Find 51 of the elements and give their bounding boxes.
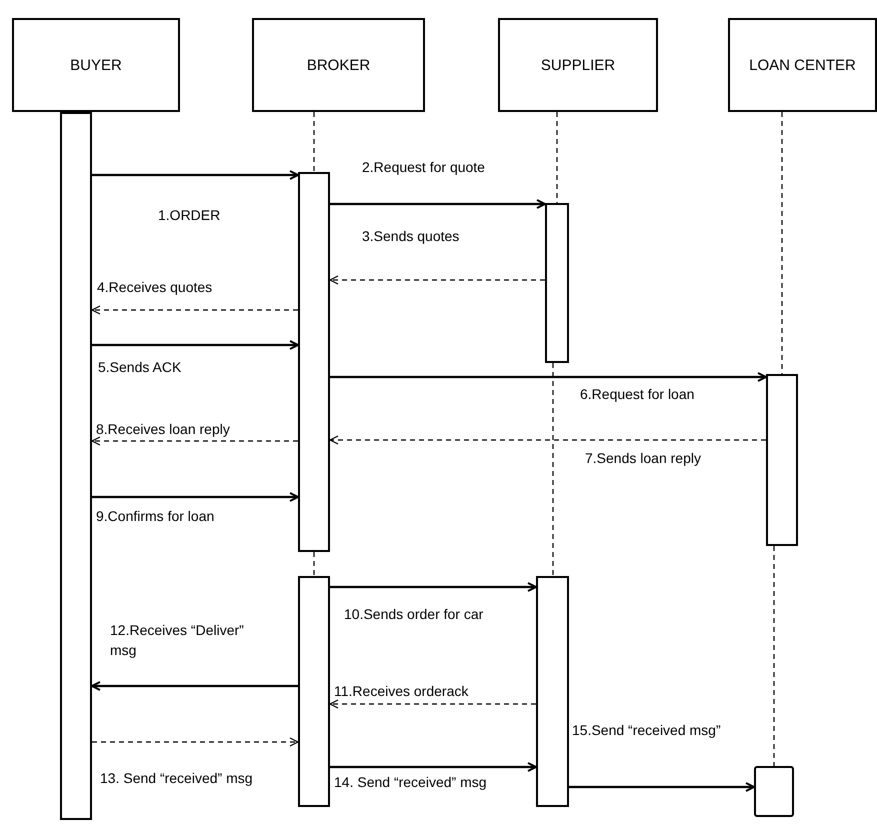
activation-bar <box>298 172 330 552</box>
lifeline <box>313 552 315 576</box>
participant-box <box>728 18 877 112</box>
message-label: 11.Receives orderack <box>334 682 470 701</box>
message-arrow <box>330 372 767 382</box>
message-label: 14. Send “received” msg <box>334 773 488 792</box>
message-label: 15.Send “received msg” <box>572 721 722 740</box>
return-arrow <box>91 305 298 315</box>
message-label: 12.Receives “Deliver” msg <box>110 621 245 660</box>
message-label: 7.Sends loan reply <box>585 449 702 468</box>
message-label: 9.Confirms for loan <box>96 507 216 526</box>
lifeline <box>552 363 554 576</box>
participant-box <box>12 18 180 112</box>
participant-name: BUYER <box>70 56 122 74</box>
message-arrow <box>330 582 537 592</box>
participant-name: SUPPLIER <box>540 56 616 74</box>
activation-bar <box>298 576 330 807</box>
message-arrow <box>91 681 298 691</box>
message-label: 8.Receives loan reply <box>96 420 231 439</box>
lifeline <box>773 546 775 766</box>
message-arrow <box>330 199 546 209</box>
activation-bar <box>536 576 569 807</box>
return-arrow <box>92 737 299 747</box>
return-arrow <box>91 436 298 446</box>
activation-box <box>754 766 794 817</box>
lifeline <box>556 112 558 203</box>
message-arrow <box>92 340 299 350</box>
message-arrow <box>92 170 299 180</box>
message-arrow <box>569 782 755 792</box>
participant-name: BROKER <box>306 56 370 74</box>
return-arrow <box>329 275 545 285</box>
participant-box <box>252 18 425 112</box>
message-label: 2.Request for quote <box>362 158 486 177</box>
message-label: 3.Sends quotes <box>362 227 460 246</box>
participant-name: LOAN CENTER <box>749 56 856 74</box>
activation-bar <box>766 374 798 546</box>
message-label: 13. Send “received” msg <box>100 769 254 788</box>
lifeline <box>313 112 315 172</box>
activation-bar <box>60 112 92 820</box>
message-label: 5.Sends ACK <box>98 358 182 377</box>
message-label: 4.Receives quotes <box>97 278 214 297</box>
participant-box <box>498 18 658 112</box>
lifeline <box>781 112 783 374</box>
return-arrow <box>329 435 766 445</box>
message-label: 1.ORDER <box>158 206 222 225</box>
message-label: 10.Sends order for car <box>344 605 484 624</box>
return-arrow <box>329 699 536 709</box>
message-label: 6.Request for loan <box>580 385 696 404</box>
message-arrow <box>330 762 537 772</box>
activation-bar <box>545 203 569 363</box>
message-arrow <box>92 492 299 502</box>
